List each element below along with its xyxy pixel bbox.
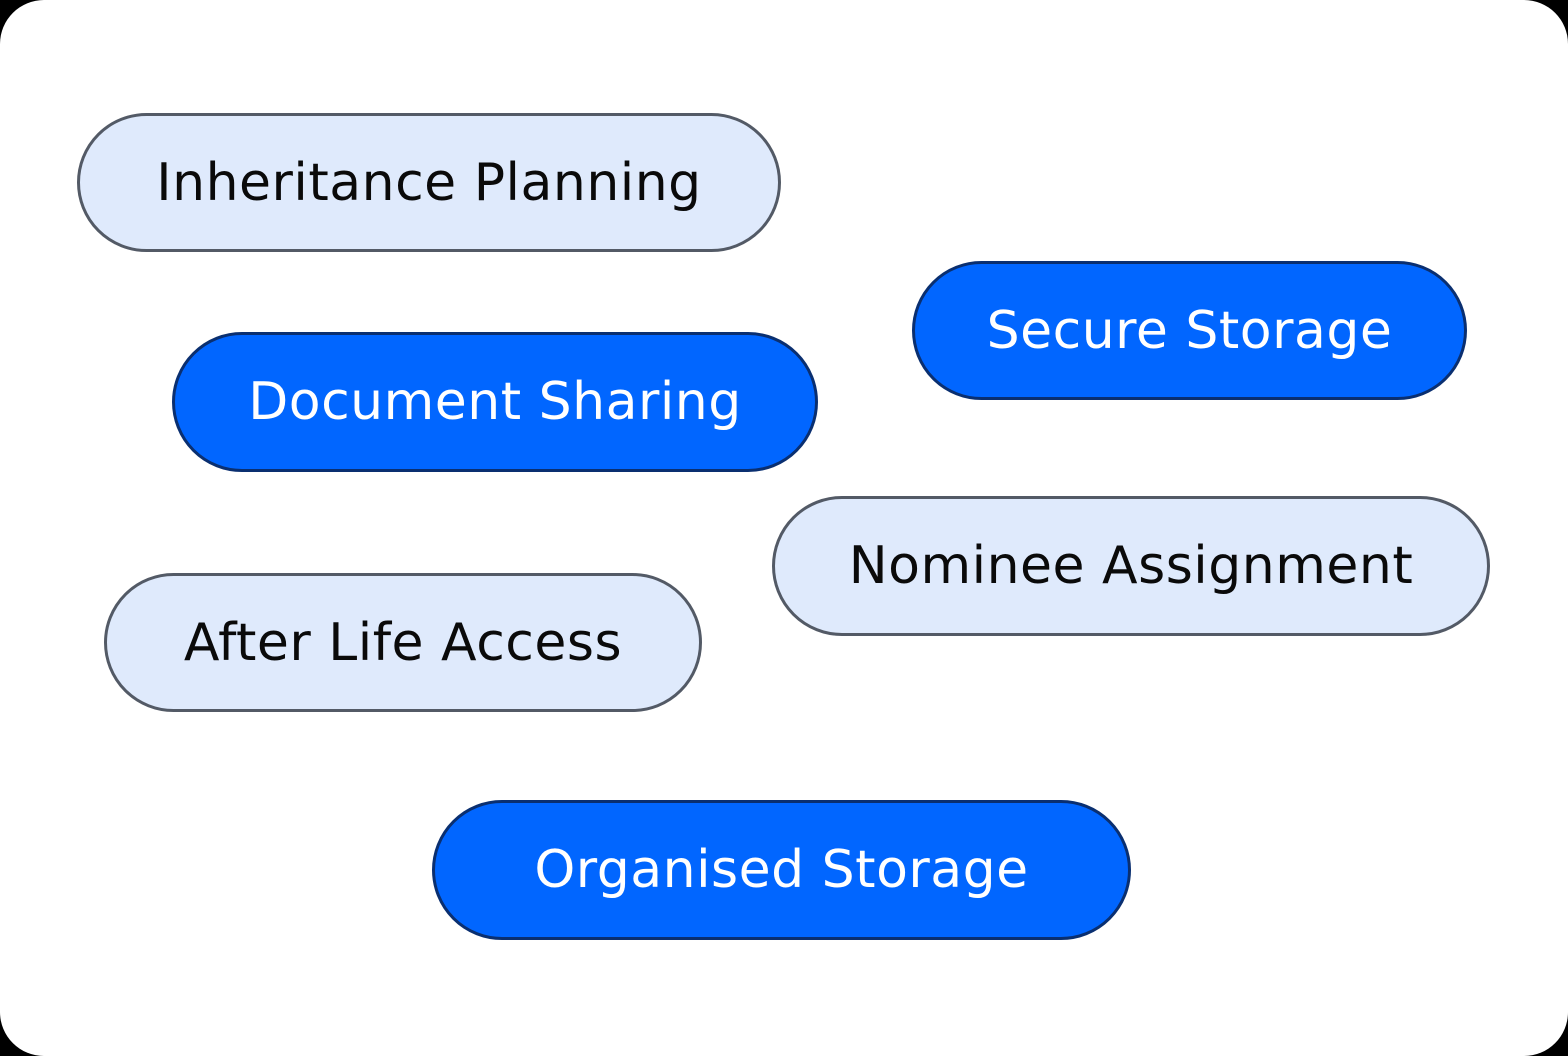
pill-label: Inheritance Planning (156, 152, 702, 213)
pill-label: Nominee Assignment (848, 536, 1414, 596)
pill-label: Organised Storage (534, 840, 1029, 900)
pill-label: Secure Storage (986, 300, 1393, 361)
feature-pill-inheritance-planning[interactable]: Inheritance Planning (77, 113, 781, 252)
feature-pill-after-life-access[interactable]: After Life Access (104, 573, 702, 712)
feature-pill-organised-storage[interactable]: Organised Storage (432, 800, 1131, 940)
feature-pill-document-sharing[interactable]: Document Sharing (172, 332, 818, 472)
feature-pill-secure-storage[interactable]: Secure Storage (912, 261, 1467, 400)
feature-pill-nominee-assignment[interactable]: Nominee Assignment (772, 496, 1490, 636)
pill-label: After Life Access (183, 612, 623, 673)
pill-label: Document Sharing (248, 372, 742, 432)
